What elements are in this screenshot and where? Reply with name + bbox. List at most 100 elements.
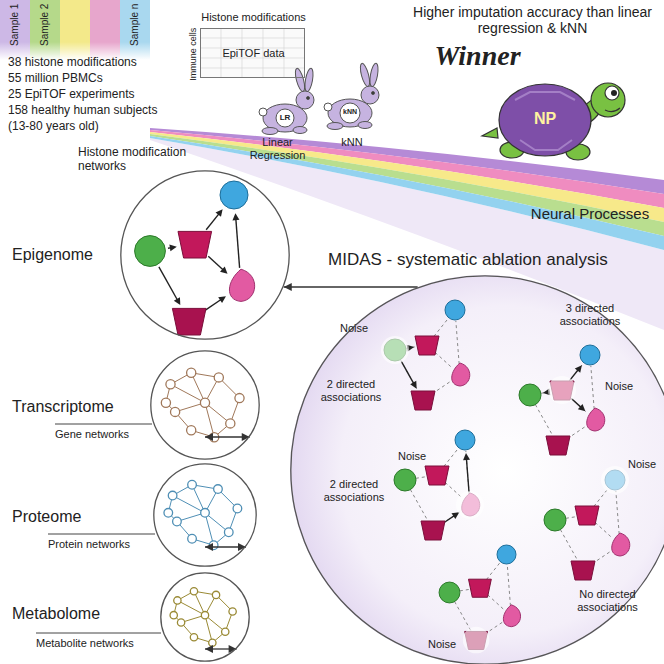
omics-network (164, 480, 242, 549)
arrow-head (205, 433, 213, 441)
association-line (434, 319, 448, 337)
midas-ground (290, 275, 664, 664)
association-line (236, 218, 240, 268)
rabbit-lr (276, 109, 294, 127)
omics-node (200, 398, 209, 407)
omics-circle: Histone modification networksEpigenome (120, 170, 290, 340)
label-text: Noise (605, 380, 645, 393)
label-text: kNN (332, 136, 372, 149)
omics-node (188, 534, 197, 543)
association-line (435, 352, 452, 367)
association-line (466, 458, 469, 492)
association-head (218, 296, 226, 303)
circle-outline (151, 351, 259, 459)
label-text: 3 directed associations (540, 302, 640, 327)
association-line (570, 397, 587, 412)
network-node (445, 300, 465, 320)
network-node (229, 269, 254, 301)
network-node (519, 384, 541, 406)
association-head (220, 266, 228, 273)
association-line (570, 369, 579, 380)
rabbit-knn (324, 103, 332, 111)
illustration-stroke (205, 513, 214, 545)
node-title: Histone modifications (191, 11, 316, 24)
rabbit-knn (324, 63, 380, 130)
label-text: Neural Processes (520, 205, 660, 222)
circle-outline (153, 463, 257, 567)
label-text: Noise (340, 322, 385, 335)
node-text: Gene networks (55, 428, 150, 441)
network-node (135, 236, 166, 267)
noise-fade (456, 491, 484, 519)
association-line (569, 364, 583, 382)
network-node (394, 469, 416, 491)
label-text: Winner (420, 40, 535, 72)
network-node (612, 533, 630, 556)
arrow-head (284, 283, 292, 291)
association-line (400, 360, 417, 391)
label-text: 2 directed associations (312, 378, 390, 403)
node-text: Immune cells (188, 24, 198, 84)
network-node (425, 466, 449, 485)
epitof-grid (200, 28, 305, 78)
omics-node (171, 407, 180, 416)
network-motif (519, 345, 605, 455)
network-node (220, 181, 248, 209)
node-title: Transcriptome (12, 398, 142, 416)
association-line (204, 299, 221, 311)
label-text: Sample 2 (39, 0, 51, 50)
circle-outline (161, 573, 249, 661)
circle-outline (121, 171, 289, 339)
association-line (455, 602, 471, 631)
label-text: kNN (338, 108, 362, 116)
rabbit-lr (303, 68, 314, 93)
omics-node (190, 634, 197, 641)
association-line (616, 491, 619, 534)
network-node (575, 506, 599, 525)
association-line (208, 256, 224, 270)
omics-node (164, 509, 173, 518)
omics-underlines (55, 424, 152, 425)
rabbit-knn (359, 63, 372, 88)
association-line (445, 482, 462, 497)
association-line (159, 267, 178, 301)
label-text: Noise (398, 450, 438, 463)
association-head (232, 213, 239, 220)
label-text: Sample 1 (9, 0, 21, 50)
connector-line (284, 286, 418, 287)
omics-node (188, 480, 197, 489)
label-text: Sample n (129, 0, 141, 50)
network-node (503, 605, 520, 627)
association-head (169, 244, 176, 251)
omics-node (177, 619, 184, 626)
association-line (591, 366, 594, 409)
association-line (595, 522, 612, 537)
data-table-box: Histone modificationsEpiTOF dataImmune c… (200, 28, 305, 78)
label-text: 2 directed associations (316, 478, 392, 503)
noise-fade (548, 376, 576, 404)
omics-node (233, 504, 242, 513)
network-motif (544, 466, 630, 580)
label-text: 38 histone modifications (8, 56, 208, 70)
association-line (535, 405, 552, 436)
label-text: Noise (428, 638, 462, 651)
omics-node (190, 588, 197, 595)
label-text: Noise (628, 458, 662, 471)
omics-node (235, 394, 244, 403)
association-line (566, 517, 576, 519)
association-head (174, 297, 180, 305)
network-motif (394, 430, 484, 540)
association-head (410, 381, 416, 389)
network-node (452, 363, 470, 386)
node-title: Metabolome (12, 605, 142, 623)
omics-underlines (36, 633, 161, 634)
omics-node (214, 373, 223, 382)
sample-strips (0, 0, 150, 60)
rabbit-knn (358, 122, 372, 129)
network-node (455, 430, 475, 450)
omics-node (201, 509, 210, 518)
node-title: MIDAS - systematic ablation analysis (328, 250, 662, 270)
rabbit-knn (372, 92, 375, 95)
label-text: Higher imputation accuracy than linear r… (405, 4, 660, 36)
node-text: EpiTOF data (201, 47, 306, 60)
